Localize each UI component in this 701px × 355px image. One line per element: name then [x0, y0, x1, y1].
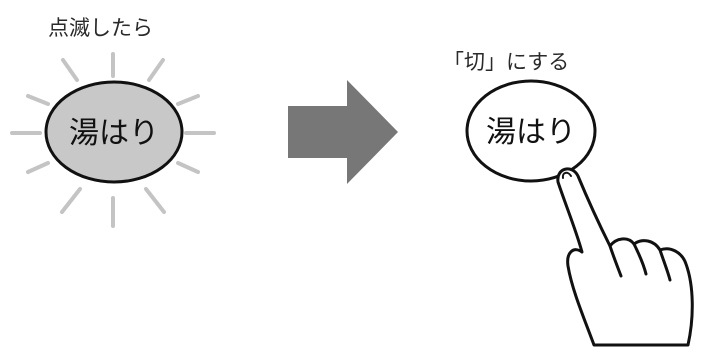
step1-caption: 点滅したら: [48, 16, 153, 40]
step2-button: 湯はり: [465, 79, 597, 183]
step2-button-label: 湯はり: [486, 115, 576, 150]
pointing-hand-icon: [556, 167, 694, 347]
step1-button: 湯はり: [44, 80, 184, 184]
right-arrow-icon: [288, 80, 398, 184]
step1-button-label: 湯はり: [69, 116, 159, 151]
step2-caption: 「切」にする: [443, 50, 570, 74]
glow-rays-icon: [10, 52, 216, 228]
